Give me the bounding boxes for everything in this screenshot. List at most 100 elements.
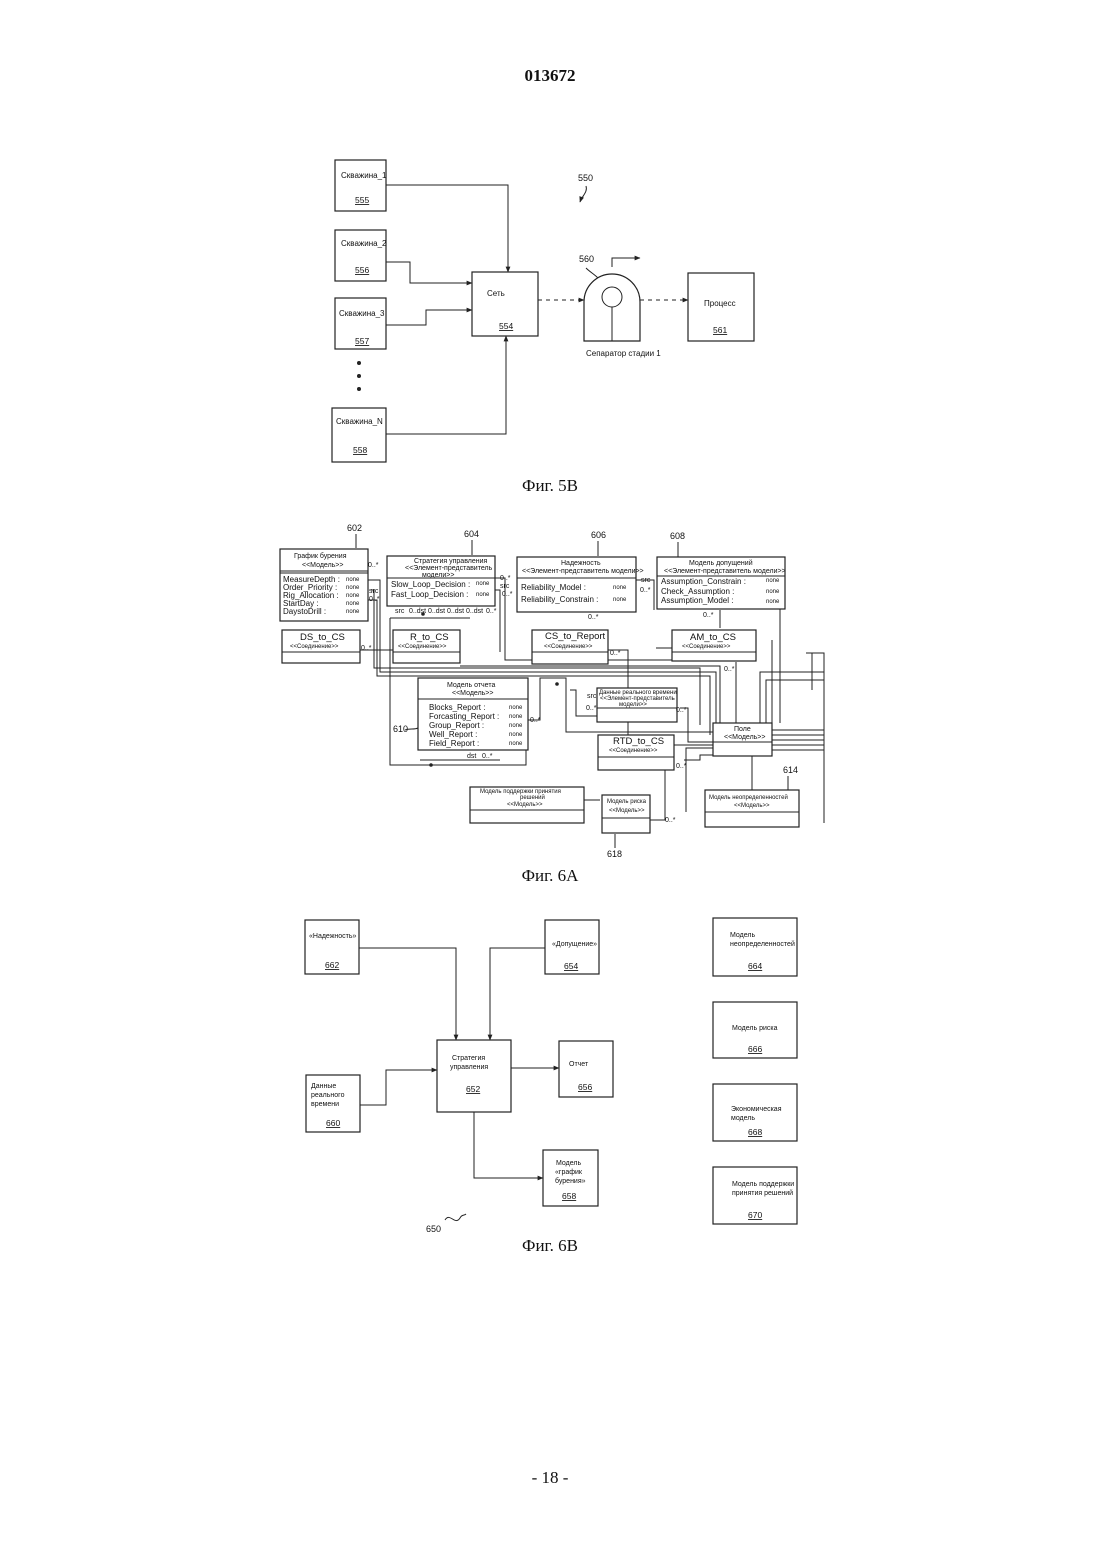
- wellN-to-network: [386, 336, 506, 434]
- diagram-label: 0..dst: [428, 608, 445, 615]
- well-label-2: Скважина_2: [341, 239, 387, 248]
- process-label: Процесс: [704, 299, 736, 308]
- diagram-label: 0..*: [676, 707, 687, 714]
- page-number: - 18 -: [0, 1468, 1100, 1488]
- diagram-label: src: [641, 577, 651, 584]
- rtd-to-cs-connection: RTD_to_CS <<Соединение>> 0..*: [598, 735, 687, 770]
- diagram-label: 0..*: [500, 575, 511, 582]
- diagram-label: 668: [748, 1127, 762, 1137]
- diagram-label: none: [509, 741, 523, 747]
- document-number: 013672: [0, 66, 1100, 86]
- diagram-label: none: [613, 585, 627, 591]
- diagram-label: Модель допущений: [689, 559, 753, 567]
- diagram-label: График бурения: [294, 552, 347, 560]
- diagram-label: 666: [748, 1044, 762, 1054]
- diagram-label: dst: [467, 753, 476, 760]
- diagram-label: Blocks_Report :: [429, 703, 485, 712]
- diagram-label: none: [346, 593, 360, 599]
- cs-to-report-connection: CS_to_Report <<Соединение>> 0..*: [532, 630, 621, 664]
- diagram-label: none: [766, 599, 780, 605]
- ds-to-cs-connection: DS_to_CS <<Соединение>> 0..*: [282, 630, 372, 663]
- assumption-box-654: «Допущение» 654: [545, 920, 599, 974]
- decision-support-class: Модель поддержки принятия решений <<Моде…: [470, 787, 584, 823]
- diagram-label: 614: [783, 765, 798, 775]
- diagram-label: none: [346, 585, 360, 591]
- diagram-label: 0..dst: [466, 608, 483, 615]
- diagram-label: <<Модель>>: [734, 803, 770, 809]
- diagram-label: решений: [520, 794, 545, 801]
- diagram-label: 0..*: [586, 705, 597, 712]
- diagram-label: none: [613, 597, 627, 603]
- diagram-label: none: [476, 581, 490, 587]
- diagram-label: 0..*: [703, 612, 714, 619]
- diagram-label: <<Элемент-представитель: [405, 565, 493, 572]
- fig6b-caption: Фиг. 6В: [0, 1236, 1100, 1256]
- reliability-to-strategy: [359, 948, 456, 1040]
- ref-604: 604: [464, 529, 479, 539]
- diagram-label: src: [395, 608, 405, 615]
- r-to-cs-connection: R_to_CS <<Соединение>>: [393, 630, 460, 663]
- uncertainty-box-664: Модель неопределенностей 664: [713, 918, 797, 976]
- fig6b-ref-650: 650: [426, 1224, 441, 1234]
- assumption-model-class: Модель допущений <<Элемент-представитель…: [657, 557, 786, 619]
- diagram-label: CS_to_Report: [545, 631, 606, 642]
- reliability-box-662: «Надежность» 662: [305, 920, 359, 974]
- diagram-label: DS_to_CS: [300, 632, 345, 643]
- figure-6b: «Надежность» 662 «Допущение» 654 Стратег…: [0, 910, 1100, 1240]
- diagram-label: none: [766, 589, 780, 595]
- fig5b-ref-550: 550: [578, 173, 593, 183]
- well-box-n: Скважина_N 558: [332, 408, 386, 462]
- diagram-label: <<Модель>>: [302, 562, 343, 569]
- diagram-label: 618: [607, 849, 622, 859]
- fig5b-ref-550-leader: [580, 186, 586, 202]
- ref-606: 606: [591, 530, 606, 540]
- diagram-label: 660: [326, 1118, 340, 1128]
- diagram-label: AM_to_CS: [690, 632, 736, 643]
- diagram-label: 0..*: [482, 753, 493, 760]
- diagram-label: Модель неопределенностей: [709, 794, 788, 801]
- diagram-label: неопределенностей: [730, 940, 795, 948]
- diagram-label: Модель: [730, 932, 755, 939]
- diagram-label: <<Соединение>>: [398, 644, 447, 650]
- realtime-to-strategy: [360, 1070, 437, 1105]
- well-box-3: Скважина_3 557: [335, 298, 386, 349]
- drill-box-658: Модель «график бурения» 658: [543, 1150, 598, 1206]
- diagram-label: none: [766, 578, 780, 584]
- diagram-label: Fast_Loop_Decision :: [391, 590, 468, 599]
- diagram-label: none: [476, 592, 490, 598]
- diagram-label: «Допущение»: [552, 941, 597, 948]
- network-ref: 554: [499, 321, 513, 331]
- network-label: Сеть: [487, 289, 505, 298]
- well-box-1: Скважина_1 555: [335, 160, 387, 211]
- diagram-label: <<Модель>>: [507, 802, 543, 808]
- drill-schedule-class: График бурения <<Модель>> MeasureDepth :…: [280, 549, 380, 621]
- diagram-label: Экономическая: [731, 1106, 782, 1113]
- diagram-label: «Надежность»: [309, 933, 357, 940]
- diagram-label: none: [346, 609, 360, 615]
- diagram-label: none: [346, 577, 360, 583]
- ref-602: 602: [347, 523, 362, 533]
- diagram-label: 0..*: [665, 817, 676, 824]
- diagram-label: Стратегия: [452, 1055, 485, 1062]
- ref-608: 608: [670, 531, 685, 541]
- well1-to-network: [386, 185, 508, 272]
- diagram-label: 664: [748, 961, 762, 971]
- diagram-label: src: [587, 693, 597, 700]
- diagram-label: RTD_to_CS: [613, 736, 664, 747]
- well-ref-3: 557: [355, 336, 369, 346]
- figure-6a: 602 604 606 608: [0, 520, 1100, 865]
- diagram-label: Модель риска: [607, 799, 647, 805]
- figure-5b: 550 Скважина_1 555 Скважина_2 556 Скважи…: [0, 150, 1100, 470]
- diagram-label: R_to_CS: [410, 632, 449, 643]
- diagram-label: 662: [325, 960, 339, 970]
- dss-box-670: Модель поддержки принятия решений 670: [713, 1167, 797, 1224]
- process-ref: 561: [713, 325, 727, 335]
- diagram-label: <<Элемент-представитель модели>>: [664, 568, 786, 575]
- diagram-label: 0..*: [369, 596, 380, 603]
- diagram-label: Check_Assumption :: [661, 587, 734, 596]
- diagram-label: Модель поддержки: [732, 1181, 794, 1188]
- diagram-label: Assumption_Constrain :: [661, 577, 746, 586]
- strategy-box-652: Стратегия управления 652: [437, 1040, 511, 1112]
- diagram-label: <<Соединение>>: [290, 644, 339, 650]
- diagram-label: src: [500, 583, 510, 590]
